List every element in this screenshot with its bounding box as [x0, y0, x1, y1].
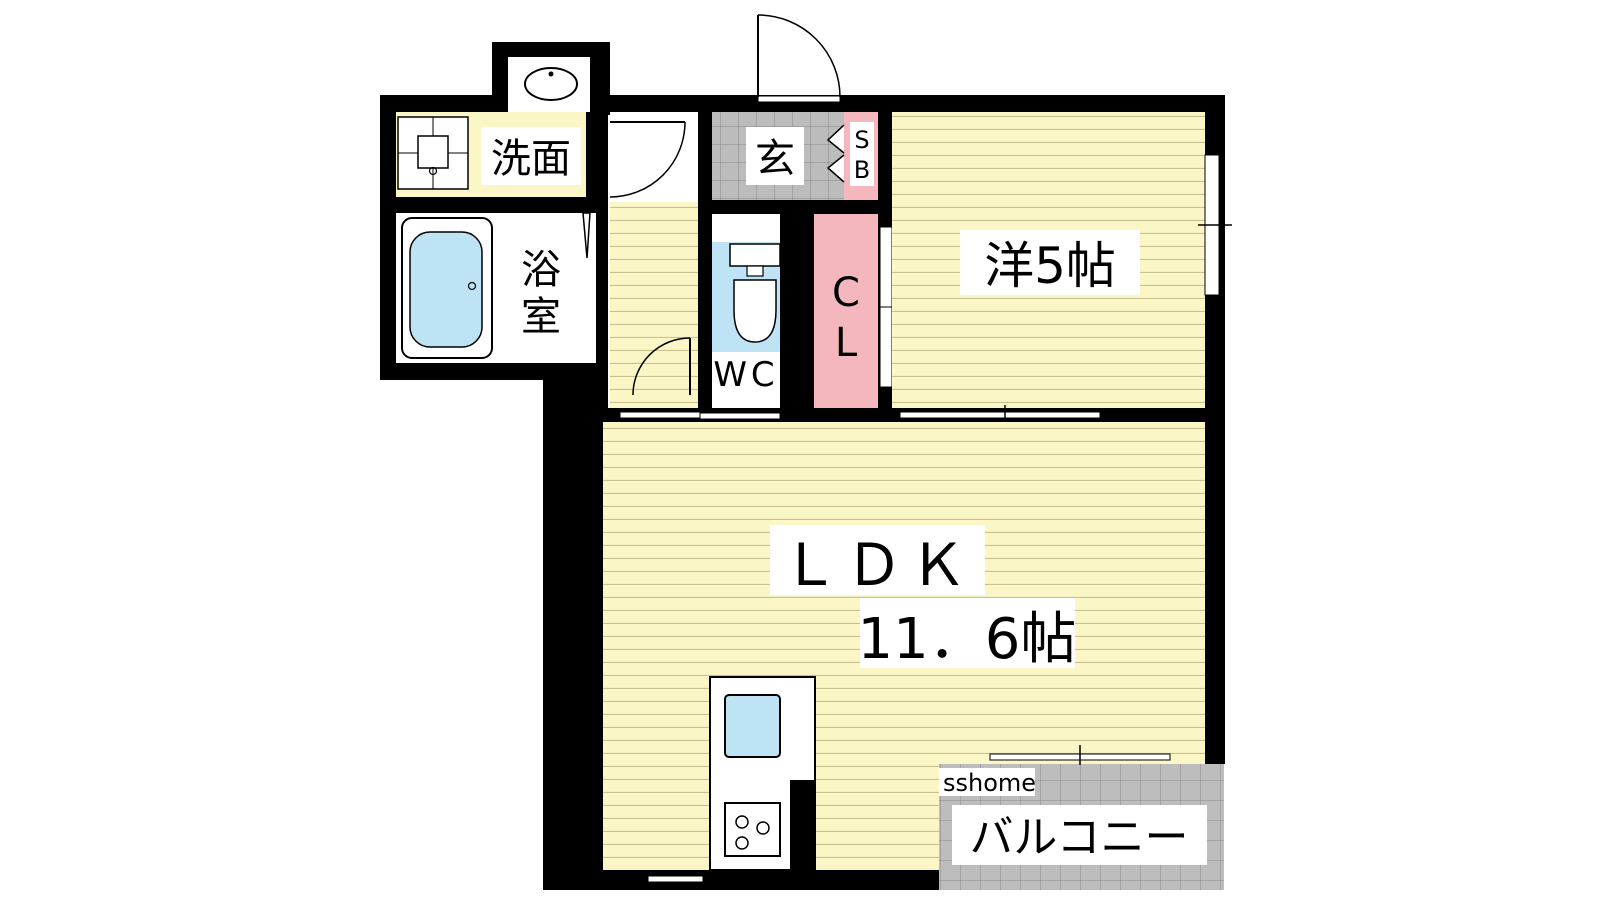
- toilet-label: WC: [713, 355, 778, 395]
- ldk-label-line2: 11．6帖: [858, 607, 1077, 672]
- watermark-label: sshome: [943, 769, 1036, 797]
- balcony: sshome バルコニー: [939, 745, 1224, 890]
- washroom: 洗面: [396, 57, 590, 197]
- washbasin-icon: [524, 67, 578, 101]
- wall-segment: [698, 112, 712, 422]
- washing-machine-icon: [397, 116, 469, 190]
- bathroom-label-line1: 浴: [521, 247, 561, 293]
- bathroom-label-line2: 室: [521, 294, 561, 340]
- door-swing-icon: [757, 14, 841, 103]
- closet-label-line1: C: [832, 270, 860, 316]
- kitchen-counter: [709, 676, 816, 871]
- bathtub-icon: [401, 217, 493, 359]
- toilet: WC: [699, 214, 781, 420]
- ldk-label-line1: ＬＤＫ: [781, 531, 973, 599]
- ldk: ＬＤＫ 11．6帖: [563, 411, 1205, 883]
- shoe-box-label-line2: B: [854, 156, 870, 184]
- door-swing-icon: [632, 337, 691, 396]
- closet-label-line2: L: [835, 320, 858, 366]
- kitchen-sink-icon: [724, 694, 781, 758]
- hallway: [609, 112, 698, 422]
- balcony-label: バルコニー: [969, 812, 1188, 863]
- wall-segment: [780, 200, 794, 422]
- western-room: 洋5帖: [892, 112, 1232, 425]
- bathroom: 浴 室: [396, 212, 596, 363]
- entrance-label: 玄: [755, 136, 795, 182]
- washroom-label: 洗面: [491, 136, 571, 182]
- stove-icon: [724, 802, 781, 857]
- shoe-box-label-line1: S: [854, 126, 869, 154]
- toilet-icon: [729, 243, 781, 343]
- entrance: 玄: [712, 14, 844, 200]
- western-room-label: 洋5帖: [984, 237, 1116, 295]
- door-swing-icon: [609, 121, 686, 198]
- shoe-box: S B: [826, 112, 878, 200]
